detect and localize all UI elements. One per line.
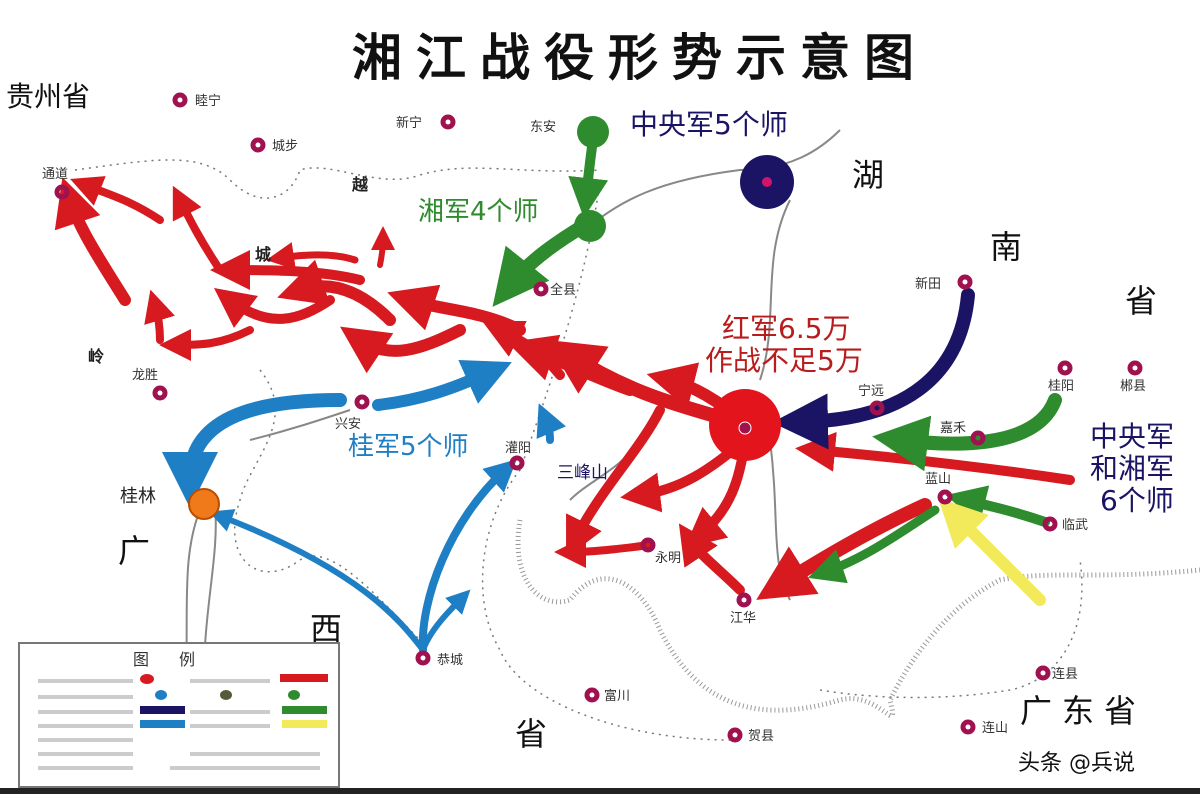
legend-text [38, 679, 133, 683]
legend-text [38, 710, 133, 714]
town-label: 新宁 [396, 115, 422, 131]
gui-army-routes [162, 359, 567, 654]
town-marker [762, 177, 772, 187]
town-label: 全县 [550, 282, 576, 298]
legend-blue-circle [155, 690, 167, 700]
map-title: 湘江战役形势示意图 [352, 29, 928, 87]
legend-text [38, 724, 133, 728]
legend-title: 图例 [132, 650, 225, 669]
town-label: 兴安 [335, 417, 361, 432]
town-label: 桂阳 [1048, 379, 1074, 394]
town-label: 永明 [655, 551, 681, 566]
guilin-marker [188, 488, 220, 520]
bottom-border [0, 788, 1200, 794]
town-label: 睦宁 [195, 93, 221, 109]
label-red-army-1: 红军6.5万 [722, 312, 851, 345]
label-central-xiang-3: 6个师 [1100, 484, 1174, 517]
town-label: 江华 [730, 611, 756, 626]
town-label: 灌阳 [505, 441, 531, 456]
legend-olive-circle [220, 690, 232, 700]
town-label: 连县 [1052, 666, 1078, 682]
label-sanfengshan: 三峰山 [557, 463, 608, 483]
province-hunan-3: 省 [1125, 282, 1157, 320]
town-label: 龙胜 [132, 368, 158, 383]
province-borders [74, 159, 1083, 741]
central-army-routes [772, 288, 975, 450]
town-label: 新田 [915, 276, 941, 292]
province-guangdong: 广东省 [1020, 692, 1146, 730]
legend-text [190, 724, 270, 728]
legend-text [38, 695, 133, 699]
town-label: 郴县 [1120, 379, 1146, 394]
red-army-routes [54, 176, 1075, 600]
label-central-xiang-1: 中央军 [1090, 420, 1174, 453]
mountain-label: 越 [351, 175, 369, 194]
legend-text [38, 738, 133, 742]
province-guangxi-2: 西 [310, 610, 342, 648]
town-label: 宁远 [858, 383, 884, 399]
label-central-5: 中央军5个师 [630, 108, 788, 141]
legend-green-circle [288, 690, 300, 700]
province-guizhou: 贵州省 [6, 80, 90, 113]
label-red-army-2: 作战不足5万 [705, 344, 863, 377]
town-label: 蓝山 [925, 472, 951, 487]
legend-text [170, 766, 320, 770]
legend-text [38, 752, 133, 756]
label-gui-5: 桂军5个师 [348, 432, 469, 462]
legend-text [190, 710, 270, 714]
legend-text [38, 766, 133, 770]
province-hunan-1: 湖 [852, 156, 884, 194]
town-label: 通道 [42, 167, 68, 182]
mountain-label: 岭 [88, 347, 104, 366]
town-label: 连山 [982, 720, 1008, 736]
xiang-army-origin [577, 116, 609, 148]
town-label: 城步 [272, 139, 298, 154]
province-hunan-2: 南 [990, 228, 1022, 266]
legend-red-circle [140, 674, 154, 684]
town-label: 东安 [530, 120, 556, 135]
town-label: 恭城 [437, 653, 463, 668]
town-label: 贺县 [748, 729, 774, 744]
town-label: 嘉禾 [940, 421, 966, 436]
yue-army-route [938, 498, 1046, 606]
label-central-xiang-2: 和湘军 [1090, 452, 1174, 485]
legend-blue-arrow [140, 720, 185, 728]
province-guangxi-3: 省 [515, 715, 547, 753]
label-xiang-4: 湘军4个师 [418, 197, 539, 227]
town-label-guilin: 桂林 [120, 486, 156, 507]
legend-text [190, 752, 320, 756]
legend-red-arrow [280, 674, 328, 682]
legend-navy-arrow [140, 706, 185, 714]
town-label: 临武 [1062, 518, 1088, 533]
legend-green-arrow [282, 706, 327, 714]
map-legend: 图例 [18, 642, 340, 788]
legend-yellow-arrow [282, 720, 327, 728]
province-guangxi-1: 广 [118, 532, 150, 570]
town-marker [738, 421, 752, 435]
xiang-army-position [574, 210, 606, 242]
town-markers [54, 92, 1143, 743]
town-label: 富川 [604, 688, 630, 704]
watermark: 头条 @兵说 [1018, 751, 1135, 776]
legend-text [190, 679, 270, 683]
mountain-label: 城 [255, 245, 271, 264]
